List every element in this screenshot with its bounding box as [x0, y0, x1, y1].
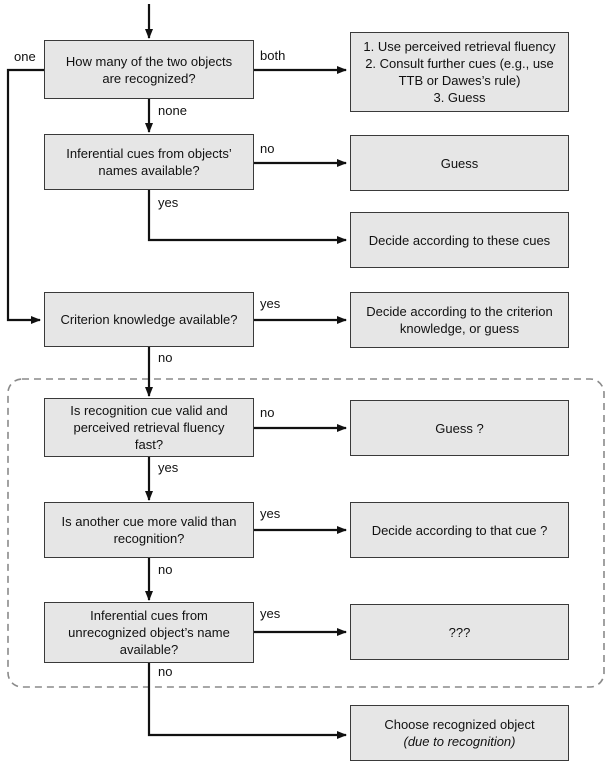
label-q2-yes: yes	[158, 195, 179, 210]
outcome-criterion-knowledge-text: Decide according to the criterion knowle…	[366, 304, 553, 336]
question-recognition-validity: Is recognition cue valid and perceived r…	[44, 398, 254, 457]
label-q2-no: no	[260, 141, 275, 156]
label-q4-yes: yes	[158, 460, 179, 475]
question-inferential-cues-names: Inferential cues from objects’ names ava…	[44, 134, 254, 190]
question-another-cue: Is another cue more valid than recogniti…	[44, 502, 254, 558]
outcome-decide-by-cues: Decide according to these cues	[350, 212, 569, 268]
outcome-choose-recognized-text: Choose recognized object	[384, 717, 535, 732]
outcome-choose-recognized-note: (due to recognition)	[403, 734, 516, 749]
label-none: none	[158, 103, 187, 118]
question-another-cue-text: Is another cue more valid than recogniti…	[61, 514, 237, 546]
arrow-q1-one	[6, 68, 44, 324]
outcome-both-recognized-text: 1. Use perceived retrieval fluency 2. Co…	[363, 39, 556, 105]
outcome-decide-by-that-cue-text: Decide according to that cue ?	[371, 522, 548, 538]
outcome-guess: Guess	[350, 135, 569, 191]
question-recognition-validity-text: Is recognition cue valid and perceived r…	[70, 403, 228, 452]
label-q5-yes: yes	[260, 506, 281, 521]
outcome-decide-by-that-cue: Decide according to that cue ?	[350, 502, 569, 558]
label-both: both	[260, 48, 286, 63]
label-q4-no: no	[260, 405, 275, 420]
outcome-guess-uncertain: Guess ?	[350, 400, 569, 456]
arrow-q6-no	[147, 663, 347, 739]
question-criterion-knowledge: Criterion knowledge available?	[44, 292, 254, 347]
outcome-guess-text: Guess	[440, 155, 479, 171]
outcome-guess-uncertain-text: Guess ?	[435, 420, 484, 436]
dashed-region	[7, 378, 605, 688]
label-q5-no: no	[158, 562, 173, 577]
outcome-both-recognized: 1. Use perceived retrieval fluency 2. Co…	[350, 32, 569, 112]
outcome-choose-recognized: Choose recognized object (due to recogni…	[350, 705, 569, 761]
label-q3-no: no	[158, 350, 173, 365]
question-inferential-cues-names-text: Inferential cues from objects’ names ava…	[66, 146, 232, 178]
outcome-decide-by-cues-text: Decide according to these cues	[368, 232, 551, 248]
outcome-criterion-knowledge: Decide according to the criterion knowle…	[350, 292, 569, 348]
arrow-q2-yes	[147, 190, 347, 244]
question-unrecognized-name-cues: Inferential cues from unrecognized objec…	[44, 602, 254, 663]
question-recognized-count: How many of the two objects are recogniz…	[44, 40, 254, 99]
question-criterion-knowledge-text: Criterion knowledge available?	[60, 312, 238, 327]
label-q6-yes: yes	[260, 606, 281, 621]
outcome-unknown: ???	[350, 604, 569, 660]
question-unrecognized-name-cues-text: Inferential cues from unrecognized objec…	[68, 608, 230, 657]
label-q3-yes: yes	[260, 296, 281, 311]
label-one: one	[14, 49, 36, 64]
question-recognized-count-text: How many of the two objects are recogniz…	[65, 53, 233, 86]
label-q6-no: no	[158, 664, 173, 679]
outcome-unknown-text: ???	[448, 624, 471, 640]
